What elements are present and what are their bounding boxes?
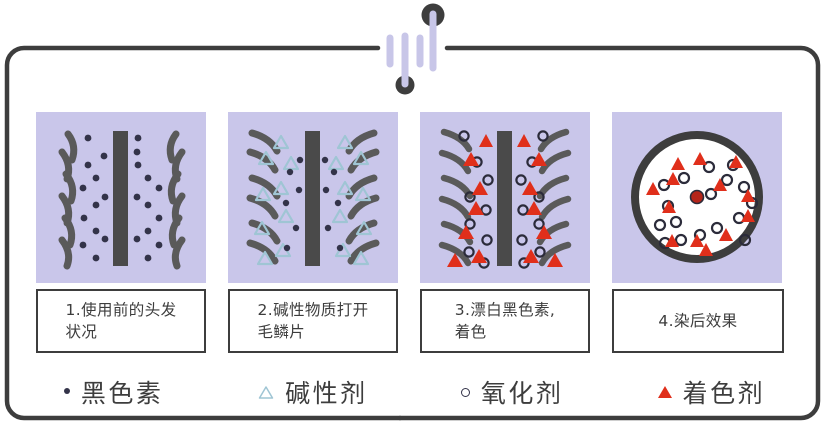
melanin-dot-icon [63, 388, 70, 394]
melanin-dots [282, 156, 344, 252]
open-cuticle-scales-right [345, 129, 380, 265]
legend-item-colorant: 着色剂 [612, 374, 811, 410]
panel-2-art [246, 129, 380, 266]
oxidizer-circles [458, 130, 549, 269]
closed-cuticle-scales-right [166, 130, 186, 270]
panel-4-art [631, 131, 763, 263]
colorant-triangle-icon [657, 386, 672, 398]
legend: 黑色素 碱性剂 氧化剂 着色剂 [14, 368, 811, 416]
legend-label-alkaline: 碱性剂 [285, 379, 368, 408]
legend-item-melanin: 黑色素 [14, 374, 213, 410]
panel-2-caption: 2.碱性物质打开 毛鳞片 [257, 300, 369, 341]
hair-strand-icon [386, 3, 445, 95]
core-dot-ring [689, 189, 705, 205]
panel-2-caption-box: 2.碱性物质打开 毛鳞片 [228, 289, 398, 353]
melanin-dots [79, 134, 163, 262]
frame-right-path [397, 45, 821, 421]
oxidizer-circle-icon [460, 387, 470, 397]
frame-left-path [4, 45, 403, 421]
legend-item-alkaline: 碱性剂 [213, 374, 412, 410]
panel-1-caption: 1.使用前的头发 状况 [65, 300, 177, 341]
panel-3-art [438, 128, 572, 269]
legend-item-oxidizer: 氧化剂 [413, 374, 612, 410]
panel-3-caption-box: 3.漂白黑色素, 着色 [420, 289, 590, 353]
legend-label-colorant: 着色剂 [682, 379, 766, 408]
panel-1-art [58, 130, 186, 270]
open-cuticle-scales-left [246, 129, 281, 265]
panel-1-caption-box: 1.使用前的头发 状况 [36, 289, 206, 353]
panel-4-caption: 4.染后效果 [658, 311, 738, 330]
closed-cuticle-scales-left [58, 130, 78, 270]
core-dot [690, 190, 704, 204]
colorant-triangles [646, 152, 755, 256]
colorant-triangles [447, 134, 563, 267]
panel-4-caption-box: 4.染后效果 [612, 289, 784, 353]
alkaline-triangles [253, 134, 373, 266]
legend-label-oxidizer: 氧化剂 [480, 379, 564, 408]
hair-shaft [497, 131, 512, 266]
hair-shaft [305, 131, 320, 266]
alkaline-triangle-icon [258, 385, 274, 399]
hair-shaft [113, 131, 128, 266]
open-cuticle-scales-right [536, 128, 572, 267]
open-cuticle-scales-left [438, 128, 474, 267]
panel-3-caption: 3.漂白黑色素, 着色 [454, 300, 556, 341]
legend-label-melanin: 黑色素 [80, 379, 164, 408]
